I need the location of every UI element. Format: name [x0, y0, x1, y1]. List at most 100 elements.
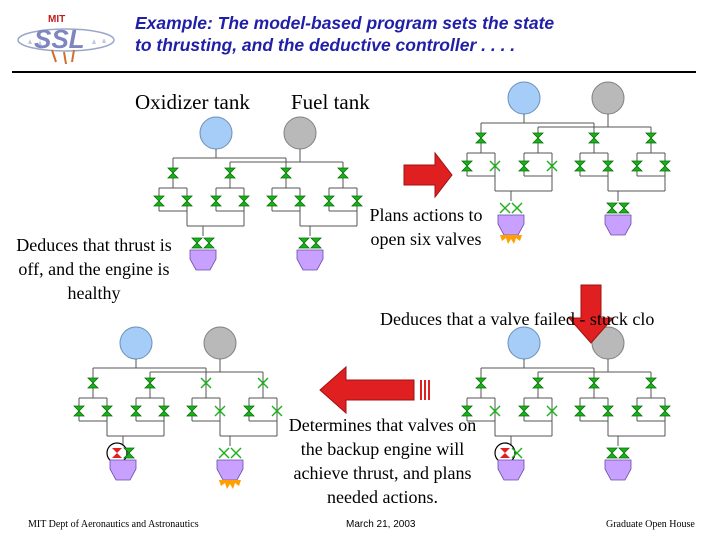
open-valve-icon [602, 405, 614, 417]
step1-text: Deduces that thrust is off, and the engi… [16, 235, 172, 303]
open-valve-icon [631, 160, 643, 172]
engine-icon [604, 214, 632, 236]
fuel-tank-icon [203, 326, 237, 360]
svg-text:MIT: MIT [48, 14, 65, 25]
footer-event: Graduate Open House [606, 519, 695, 530]
open-valve-icon [532, 132, 544, 144]
open-valve-icon [224, 167, 236, 179]
engine-icon [109, 459, 137, 481]
open-valve-icon [645, 377, 657, 389]
ssl-logo: MIT SSL [8, 10, 126, 66]
open-valve-icon [606, 202, 618, 214]
open-valve-icon [243, 405, 255, 417]
open-valve-icon [574, 405, 586, 417]
fuel-tank-label: Fuel tank [291, 90, 370, 114]
open-valve-icon [280, 167, 292, 179]
closed-valve-icon [230, 447, 242, 459]
open-valve-icon [101, 405, 113, 417]
step2-text: Plans actions to open six valves [369, 205, 483, 249]
open-valve-icon [298, 237, 310, 249]
slide-title-line1: Example: The model-based program sets th… [135, 13, 555, 33]
engine-icon [497, 214, 525, 236]
arrow-tail-bar [424, 380, 426, 400]
open-valve-icon [631, 405, 643, 417]
flame-icon [500, 235, 522, 244]
fuel-tank-icon [283, 116, 317, 150]
stuck-valve-icon [500, 448, 510, 453]
open-valve-icon [618, 202, 630, 214]
open-valve-icon [153, 195, 165, 207]
oxidizer-tank-icon [119, 326, 153, 360]
title-divider [12, 71, 696, 73]
closed-valve-icon [511, 202, 523, 214]
flame-icon [219, 480, 241, 489]
oxidizer-tank-label: Oxidizer tank [135, 90, 250, 114]
oxidizer-tank-icon [507, 326, 541, 360]
step4-text: Determines that valves on the backup eng… [288, 415, 477, 507]
right-arrow [403, 151, 453, 199]
open-valve-icon [588, 132, 600, 144]
open-valve-icon [210, 195, 222, 207]
open-valve-icon [87, 377, 99, 389]
engine-icon [497, 459, 525, 481]
stuck-valve-icon [112, 453, 122, 458]
open-valve-icon [310, 237, 322, 249]
open-valve-icon [181, 195, 193, 207]
stuck-valve-icon [112, 448, 122, 453]
svg-text:SSL: SSL [34, 24, 85, 54]
propulsion-unit-1 [153, 116, 363, 271]
open-valve-icon [167, 167, 179, 179]
open-valve-icon [191, 237, 203, 249]
fuel-tank-icon [591, 81, 625, 115]
arrow-tail-bar [428, 380, 430, 400]
slide-title-line2: to thrusting, and the deductive controll… [135, 35, 516, 55]
engine-icon [296, 249, 324, 271]
step3-text: Deduces that a valve failed - stuck clo [380, 309, 655, 329]
open-valve-icon [144, 377, 156, 389]
open-valve-icon [518, 160, 530, 172]
open-valve-icon [645, 132, 657, 144]
left-arrow [319, 365, 415, 415]
closed-valve-icon [499, 202, 511, 214]
open-valve-icon [351, 195, 363, 207]
open-valve-icon [323, 195, 335, 207]
open-valve-icon [130, 405, 142, 417]
open-valve-icon [73, 405, 85, 417]
down-arrow [567, 284, 615, 344]
open-valve-icon [532, 377, 544, 389]
open-valve-icon [186, 405, 198, 417]
engine-icon [216, 459, 244, 481]
open-valve-icon [606, 447, 618, 459]
arrow-tail-bar [420, 380, 422, 400]
open-valve-icon [266, 195, 278, 207]
footer-department: MIT Dept of Aeronautics and Astronautics [28, 519, 199, 530]
open-valve-icon [238, 195, 250, 207]
open-valve-icon [659, 160, 671, 172]
engine-icon [189, 249, 217, 271]
open-valve-icon [602, 160, 614, 172]
open-valve-icon [574, 160, 586, 172]
open-valve-icon [123, 447, 135, 459]
open-valve-icon [203, 237, 215, 249]
closed-valve-icon [511, 447, 523, 459]
open-valve-icon [294, 195, 306, 207]
closed-valve-icon [218, 447, 230, 459]
propulsion-unit-4 [461, 326, 671, 481]
propulsion-unit-2 [461, 81, 671, 244]
footer-date: March 21, 2003 [346, 519, 416, 530]
open-valve-icon [518, 405, 530, 417]
open-valve-icon [618, 447, 630, 459]
stuck-valve-icon [500, 453, 510, 458]
slide-title: Example: The model-based program sets th… [135, 12, 695, 56]
open-valve-icon [588, 377, 600, 389]
engine-icon [604, 459, 632, 481]
oxidizer-tank-icon [199, 116, 233, 150]
open-valve-icon [659, 405, 671, 417]
open-valve-icon [337, 167, 349, 179]
open-valve-icon [475, 377, 487, 389]
open-valve-icon [158, 405, 170, 417]
propulsion-unit-3 [73, 326, 283, 489]
open-valve-icon [475, 132, 487, 144]
ssl-logo-graphic: MIT SSL [17, 14, 115, 65]
